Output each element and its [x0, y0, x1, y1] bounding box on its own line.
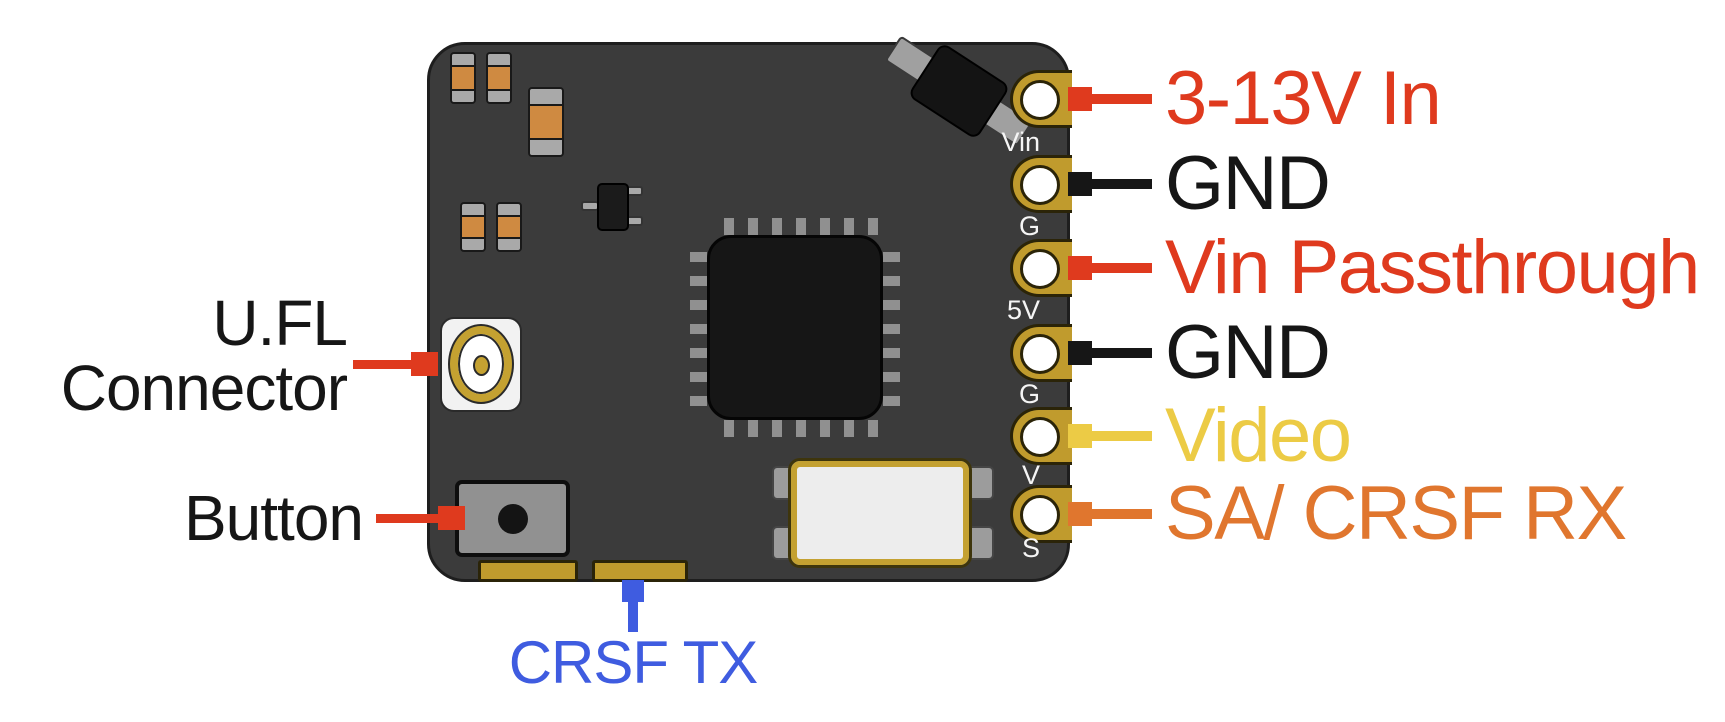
- capacitor: [528, 87, 564, 157]
- ufl-connector: [440, 317, 522, 412]
- bottom-pad: [478, 560, 578, 582]
- callout-vin-passthrough: Vin Passthrough: [1165, 225, 1700, 310]
- ic-pins-top: [724, 218, 878, 235]
- capacitor: [496, 202, 522, 252]
- pin-hole: [1020, 80, 1060, 120]
- pin-hole: [1020, 495, 1060, 535]
- bottom-pad-crsf-tx: [592, 560, 688, 582]
- arrow-vin-pass: [1068, 256, 1092, 280]
- capacitor: [486, 52, 512, 104]
- callout-button: Button: [183, 482, 364, 554]
- callout-3-13v-in: 3-13V In: [1165, 56, 1442, 141]
- arrow-gnd-1: [1068, 172, 1092, 196]
- silk-label-vin: Vin: [1001, 127, 1040, 157]
- arrow-vin-pass-shaft: [1090, 263, 1152, 273]
- silk-label-g2: G: [1018, 379, 1040, 409]
- arrow-ufl: [411, 352, 438, 376]
- arrow-crsf-tx: [622, 580, 644, 602]
- sot23-transistor: [597, 183, 629, 231]
- callout-sa-crsf-rx: SA/ CRSF RX: [1165, 471, 1627, 556]
- arrow-video: [1068, 424, 1092, 448]
- ic-pins-right: [883, 252, 900, 406]
- arrow-button: [438, 506, 465, 530]
- main-ic-chip: [707, 235, 883, 420]
- ufl-center-pin: [473, 355, 490, 376]
- arrow-3-13v: [1068, 87, 1092, 111]
- silk-label-v: V: [1021, 460, 1040, 490]
- arrow-video-shaft: [1090, 431, 1152, 441]
- arrow-ufl-shaft: [353, 360, 413, 369]
- silk-label-5v: 5V: [1006, 295, 1040, 325]
- arrow-3-13v-shaft: [1090, 94, 1152, 104]
- callout-gnd-1: GND: [1165, 141, 1331, 226]
- callout-ufl-connector: U.FL Connector: [60, 287, 348, 424]
- pin-pad-2: [1010, 155, 1072, 213]
- arrow-sa-crsf-shaft: [1090, 509, 1152, 519]
- capacitor: [450, 52, 476, 104]
- pin-pad-1: [1010, 70, 1072, 128]
- pin-hole: [1020, 334, 1060, 374]
- callout-video: Video: [1165, 393, 1352, 478]
- callout-gnd-2: GND: [1165, 310, 1331, 395]
- callout-crsf-tx: CRSF TX: [508, 629, 759, 696]
- ic-pins-bottom: [724, 420, 878, 437]
- arrow-gnd-2-shaft: [1090, 348, 1152, 358]
- arrow-button-shaft: [376, 514, 440, 523]
- pin-pad-4: [1010, 324, 1072, 382]
- pin-hole: [1020, 417, 1060, 457]
- pin-pad-3: [1010, 239, 1072, 297]
- pin-hole: [1020, 165, 1060, 205]
- ic-pins-left: [690, 252, 707, 406]
- silk-label-g1: G: [1018, 211, 1040, 241]
- crystal-oscillator: [788, 458, 972, 568]
- pin-pad-6: [1010, 485, 1072, 543]
- capacitor: [460, 202, 486, 252]
- button-actuator: [498, 504, 528, 534]
- arrow-gnd-2: [1068, 341, 1092, 365]
- silk-label-s: S: [1021, 533, 1040, 563]
- pin-pad-5: [1010, 407, 1072, 465]
- arrow-sa-crsf: [1068, 502, 1092, 526]
- arrow-crsf-tx-shaft: [628, 600, 638, 632]
- callout-ufl-line1: U.FL: [212, 287, 348, 359]
- callout-ufl-line2: Connector: [60, 352, 348, 424]
- ufl-ring: [450, 326, 512, 402]
- arrow-gnd-1-shaft: [1090, 179, 1152, 189]
- push-button: [455, 480, 570, 557]
- pin-hole: [1020, 249, 1060, 289]
